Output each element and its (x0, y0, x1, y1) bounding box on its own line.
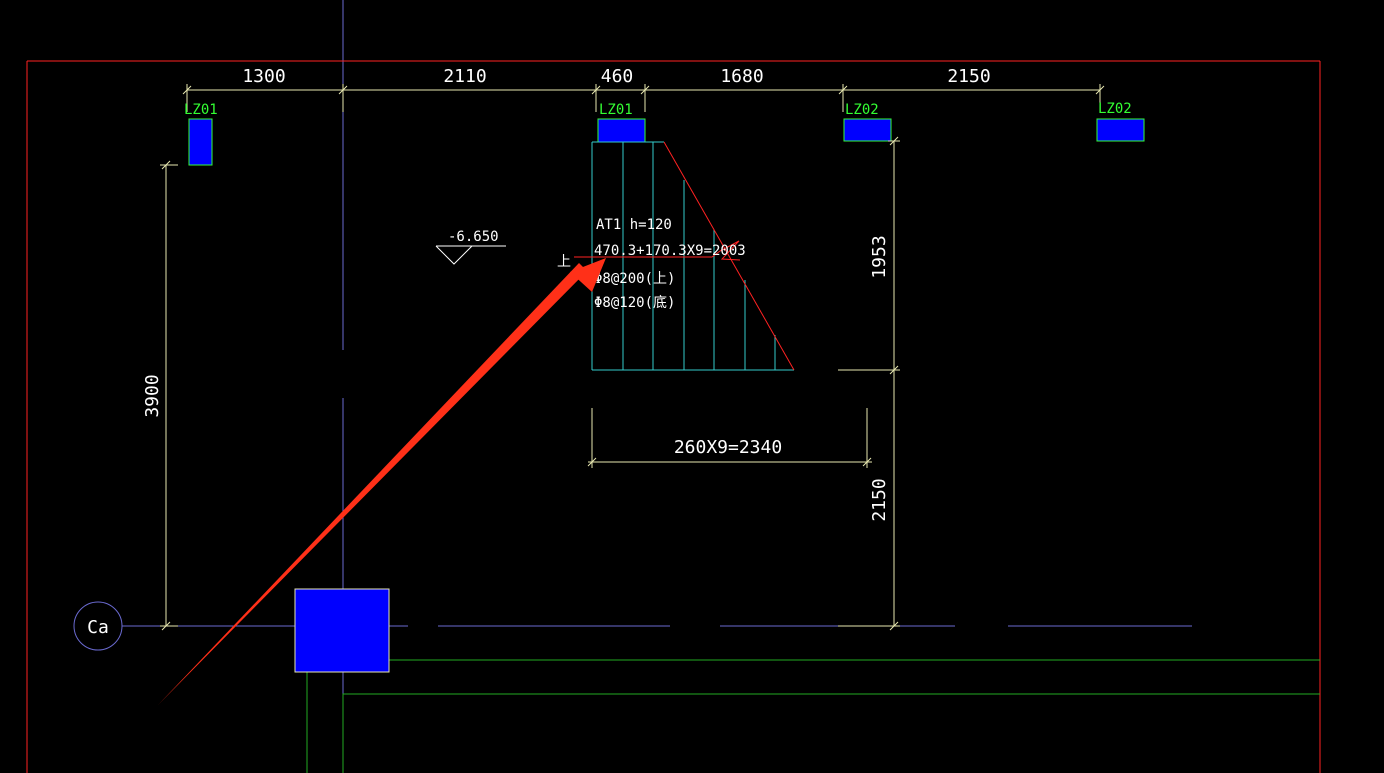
dimension-text: 1953 (869, 235, 890, 278)
dimension-text: 260X9=2340 (674, 437, 782, 458)
slash-bottom (889, 621, 899, 631)
slash-left (587, 457, 597, 467)
slash-mid (889, 365, 899, 375)
dimension-text: 3900 (142, 374, 163, 417)
slash-5 (838, 85, 848, 95)
column-lz02-right[interactable]: LZ02 (1096, 101, 1145, 142)
top-dimension-chain (182, 84, 1105, 112)
arrow-shaft (158, 263, 587, 705)
dimension-text: 460 (601, 66, 634, 87)
column-lz01-left[interactable]: LZ01 (184, 102, 218, 166)
stair-note-line4: Φ8@120(底) (594, 295, 675, 311)
stair-plan[interactable]: AT1 h=120 470.3+170.3X9=2003 Φ8@200(上) Φ… (557, 141, 795, 371)
stair-treads (591, 141, 794, 371)
elevation-marker (435, 245, 506, 265)
tread-dimension (587, 408, 872, 468)
dimension-text: 2150 (947, 66, 990, 87)
column-label: LZ02 (845, 102, 879, 118)
column-shape[interactable] (1096, 118, 1145, 142)
slash-6 (1095, 85, 1105, 95)
slash-1 (182, 85, 192, 95)
dimension-text: 1680 (720, 66, 763, 87)
column-shape[interactable] (597, 118, 646, 143)
elevation-text: -6.650 (448, 229, 499, 245)
stair-break-lines (574, 141, 795, 371)
column-lz01-stair[interactable]: LZ01 (597, 102, 646, 143)
stair-note-line1: AT1 h=120 (596, 217, 672, 233)
dimension-text: 2150 (869, 478, 890, 521)
dimension-text: 1300 (242, 66, 285, 87)
slash-right (862, 457, 872, 467)
drawing-border (26, 60, 1321, 773)
axis-label: Ca (87, 617, 109, 638)
left-vertical-dimension (160, 160, 178, 631)
slash-top (889, 136, 899, 146)
column-large-square[interactable] (294, 588, 390, 673)
elevation-triangle (435, 245, 473, 265)
wall-inner (342, 693, 1320, 773)
column-label: LZ02 (1098, 101, 1132, 117)
slash-bottom (161, 621, 171, 631)
arrow-head (570, 258, 606, 292)
right-vertical-dimension (838, 136, 900, 631)
column-shape[interactable] (188, 118, 213, 166)
column-lz02-mid[interactable]: LZ02 (843, 102, 892, 142)
stair-up-mark: 上 (557, 254, 571, 270)
column-label: LZ01 (184, 102, 218, 118)
stair-note-line2: 470.3+170.3X9=2003 (594, 243, 746, 259)
dimension-text: 2110 (443, 66, 486, 87)
slash-3 (591, 85, 601, 95)
stair-break-diagonal (663, 141, 795, 371)
axis-bubble[interactable]: Ca (73, 601, 123, 651)
slash-4 (640, 85, 650, 95)
axis-bubble-circle[interactable] (73, 601, 123, 651)
column-shape[interactable] (843, 118, 892, 142)
annotation-arrow (158, 258, 606, 705)
stair-note-line3: Φ8@200(上) (594, 271, 675, 287)
slash-top (161, 160, 171, 170)
slash-2 (338, 85, 348, 95)
column-label: LZ01 (599, 102, 633, 118)
stair-break-mark (574, 240, 741, 261)
